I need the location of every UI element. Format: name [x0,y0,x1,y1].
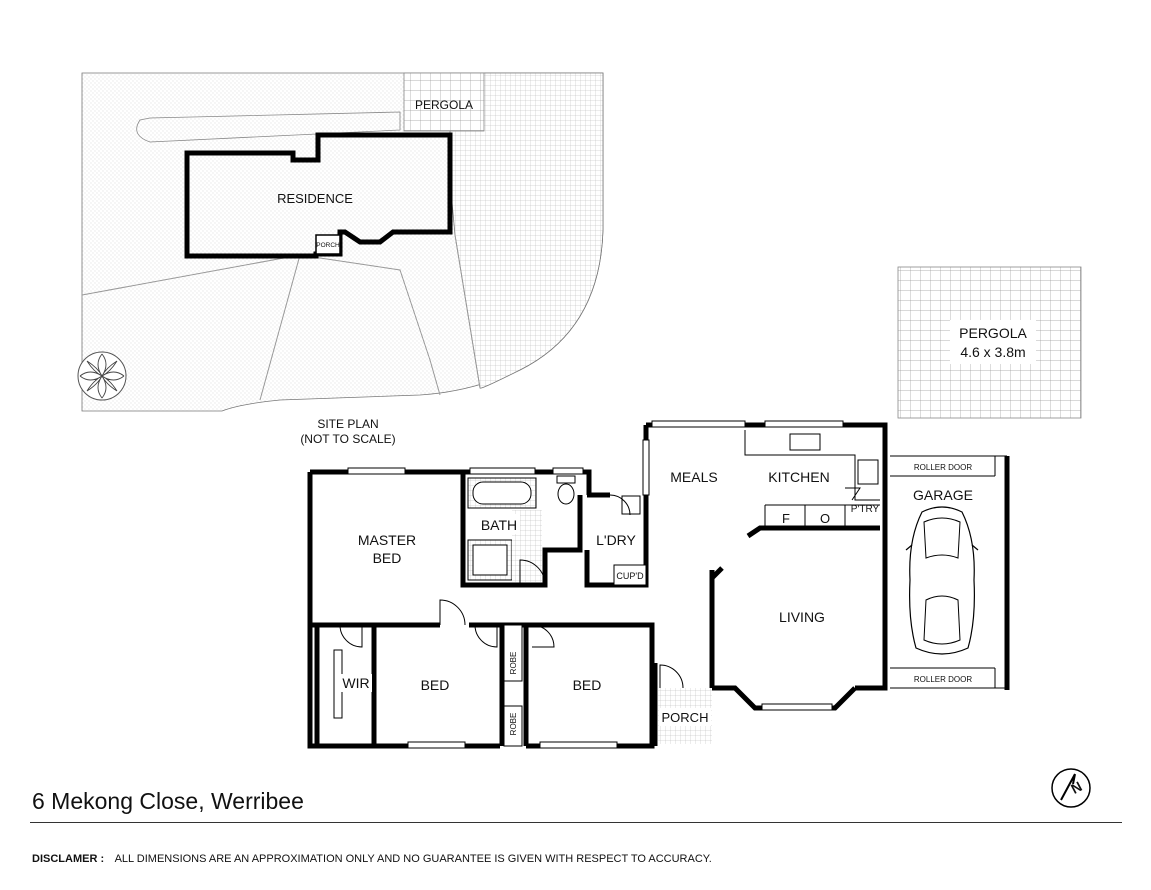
garage-label: GARAGE [913,487,973,503]
door [519,559,546,586]
window [407,741,466,749]
doors [339,487,861,689]
roller-door-bottom-label: ROLLER DOOR [914,675,972,684]
wir-label-bg [340,674,372,692]
disclaimer-text: ALL DIMENSIONS ARE AN APPROXIMATION ONLY… [114,853,712,865]
wall-north-meals [646,422,888,691]
cupboard [613,564,647,586]
master-bed-label-2: BED [373,550,402,566]
robe-box [503,624,523,682]
door [439,599,466,626]
garage: ROLLER DOOR ROLLER DOOR GARAGE [890,455,1010,690]
window [347,467,406,475]
wall-bay-window [712,685,857,711]
site-residence-label: RESIDENCE [277,191,353,206]
kitchen-label: KITCHEN [768,469,829,485]
divider [30,822,1122,823]
site-pergola [403,72,485,132]
window [651,420,746,428]
meals-label: MEALS [670,469,717,485]
disclaimer: DISCLAMER : ALL DIMENSIONS ARE AN APPROX… [32,853,712,865]
windows [347,420,844,749]
site-plan: RESIDENCE PERGOLA PORCH SITE PLAN (NOT T… [77,72,604,446]
site-driveway [136,111,401,143]
wall-wir [314,625,377,746]
living-label: LIVING [779,609,825,625]
bath-label: BATH [481,517,517,533]
kitchen-bench [744,430,880,528]
site-porch [315,234,341,255]
toilet-cistern [556,475,576,484]
wall-north-master [310,469,592,495]
roller-door-top-label: ROLLER DOOR [914,463,972,472]
bed-2-label: BED [573,677,602,693]
pergola-size: 4.6 x 3.8m [960,344,1025,360]
property-address: 6 Mekong Close, Werribee [32,788,304,814]
bathtub-inner [472,481,532,505]
door [845,487,861,501]
window [761,703,833,711]
toilet-icon [557,483,575,505]
wir-label: WIR [342,675,369,691]
robe-2-label: ROBE [509,713,518,736]
site-lawn [449,72,604,389]
door [531,624,555,648]
window [469,467,536,475]
robe-1-label: ROBE [509,652,518,675]
window [764,420,844,428]
kitchen-sink-icon [789,433,821,451]
door [609,494,631,516]
door [474,624,498,648]
wall-bath-west [460,472,583,588]
cupboard-label: CUP'D [616,571,644,581]
shower-tray [472,544,508,576]
pantry-label: P'TRY [851,504,880,515]
cooktop-icon [857,459,879,485]
window [539,741,618,749]
site-plan-scale-note: (NOT TO SCALE) [300,432,395,446]
bath-label-bg [478,514,520,534]
car-icon [905,506,979,655]
wall-west-block [307,472,655,749]
robe-box [503,705,523,747]
window [552,467,584,475]
pergola-label: PERGOLA [959,325,1027,341]
bed-1-label: BED [421,677,450,693]
site-pergola-label: PERGOLA [415,98,473,112]
wall-living-diag [709,525,880,590]
bathroom-fixtures [467,430,880,586]
pergola-label-bg [950,320,1036,364]
porch-label-bg [659,708,711,726]
master-bed-label: MASTER [358,532,416,548]
door [659,664,684,689]
site-path [81,234,481,401]
porch-label: PORCH [662,710,709,725]
pergola-detail: PERGOLA 4.6 x 3.8m [897,266,1082,419]
door [339,624,363,648]
window [642,439,650,496]
site-plan-caption: SITE PLAN [317,417,378,431]
room-labels: MASTER BED BATH L'DRY CUP'D MEALS KITCHE… [340,469,880,735]
compass-icon: N [1051,768,1091,808]
garage-roller-door-bottom [890,667,1007,689]
tree-icon [77,351,127,401]
laundry-label: L'DRY [596,532,636,548]
fridge-label: F [782,511,790,526]
garage-roller-door-top [890,455,1007,477]
oven-label: O [820,511,830,526]
laundry-sink-icon [621,495,641,515]
disclaimer-label: DISCLAMER : [32,853,105,865]
site-porch-label: PORCH [316,242,340,249]
wall-bed1-east [499,625,529,746]
